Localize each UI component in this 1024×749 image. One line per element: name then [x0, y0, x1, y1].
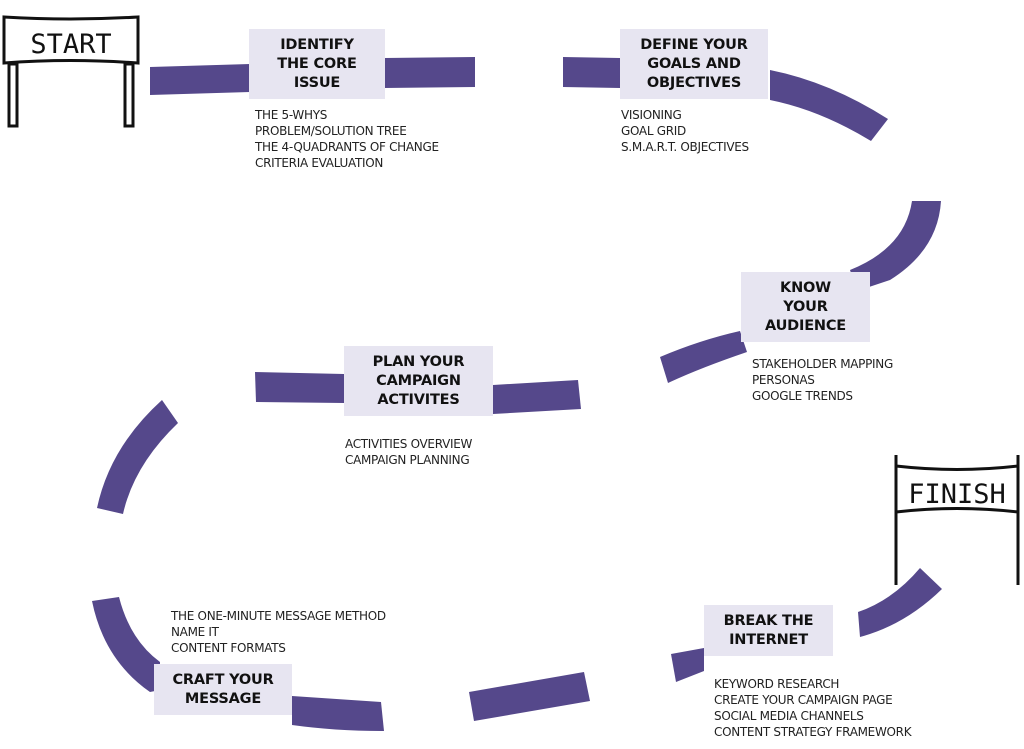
- finish-sign: FINISH: [894, 455, 1020, 585]
- track-dash: [469, 672, 590, 721]
- stage-define-box: DEFINE YOUR GOALS AND OBJECTIVES: [620, 29, 768, 99]
- stage-craft-title: CRAFT YOUR MESSAGE: [172, 671, 274, 707]
- stage-item: SOCIAL MEDIA CHANNELS: [714, 709, 864, 723]
- stage-audience-box: KNOW YOUR AUDIENCE: [741, 272, 870, 342]
- track-dashes: [92, 57, 942, 731]
- track-dash: [858, 568, 942, 637]
- stage-item: CREATE YOUR CAMPAIGN PAGE: [714, 693, 893, 707]
- stage-identify-box: IDENTIFY THE CORE ISSUE: [249, 29, 385, 99]
- stage-identify-title: IDENTIFY THE CORE ISSUE: [277, 36, 357, 91]
- stage-craft-box: CRAFT YOUR MESSAGE: [154, 664, 292, 715]
- stage-item: KEYWORD RESEARCH: [714, 677, 840, 691]
- stage-break-title: BREAK THE INTERNET: [723, 612, 814, 648]
- stage-item: CONTENT FORMATS: [171, 641, 286, 655]
- stage-item: STAKEHOLDER MAPPING: [752, 357, 893, 371]
- stage-item: ACTIVITIES OVERVIEW: [345, 437, 473, 451]
- stage-plan-box: PLAN YOUR CAMPAIGN ACTIVITES: [344, 346, 493, 416]
- track-dash: [563, 57, 620, 88]
- track-dash: [384, 57, 475, 88]
- track-dash: [97, 400, 178, 514]
- start-sign-label: START: [30, 29, 111, 60]
- finish-sign-label: FINISH: [908, 479, 1006, 510]
- stage-plan-items: ACTIVITIES OVERVIEW CAMPAIGN PLANNING: [345, 436, 472, 468]
- stage-audience-title: KNOW YOUR AUDIENCE: [765, 279, 846, 334]
- track-dash: [92, 597, 160, 692]
- track-dash: [671, 648, 704, 682]
- stage-identify-items: THE 5-WHYS PROBLEM/SOLUTION TREE THE 4-Q…: [255, 107, 439, 171]
- track-dash: [660, 331, 747, 383]
- stage-item: THE 4-QUADRANTS OF CHANGE: [255, 140, 439, 154]
- stage-item: NAME IT: [171, 625, 219, 639]
- stage-craft-items: THE ONE-MINUTE MESSAGE METHOD NAME IT CO…: [171, 608, 386, 656]
- track-dash: [292, 696, 384, 731]
- start-sign: START: [2, 15, 140, 128]
- track-dash: [770, 70, 888, 141]
- stage-item: PROBLEM/SOLUTION TREE: [255, 124, 407, 138]
- track-dash: [493, 380, 581, 414]
- stage-item: VISIONING: [621, 108, 682, 122]
- track-dash: [150, 64, 250, 95]
- track-dash: [255, 372, 344, 403]
- stage-break-items: KEYWORD RESEARCH CREATE YOUR CAMPAIGN PA…: [714, 676, 912, 740]
- stage-item: PERSONAS: [752, 373, 815, 387]
- stage-item: CONTENT STRATEGY FRAMEWORK: [714, 725, 912, 739]
- stage-item: GOAL GRID: [621, 124, 686, 138]
- stage-item: THE 5-WHYS: [255, 108, 328, 122]
- stage-item: CRITERIA EVALUATION: [255, 156, 384, 170]
- stage-define-items: VISIONING GOAL GRID S.M.A.R.T. OBJECTIVE…: [621, 107, 749, 155]
- stage-item: GOOGLE TRENDS: [752, 389, 853, 403]
- stage-define-title: DEFINE YOUR GOALS AND OBJECTIVES: [640, 36, 748, 91]
- stage-break-box: BREAK THE INTERNET: [704, 605, 833, 656]
- stage-item: S.M.A.R.T. OBJECTIVES: [621, 140, 749, 154]
- stage-item: THE ONE-MINUTE MESSAGE METHOD: [171, 609, 386, 623]
- stage-item: CAMPAIGN PLANNING: [345, 453, 470, 467]
- stage-plan-title: PLAN YOUR CAMPAIGN ACTIVITES: [372, 353, 465, 408]
- track-dash: [850, 201, 941, 290]
- stage-audience-items: STAKEHOLDER MAPPING PERSONAS GOOGLE TREN…: [752, 356, 893, 404]
